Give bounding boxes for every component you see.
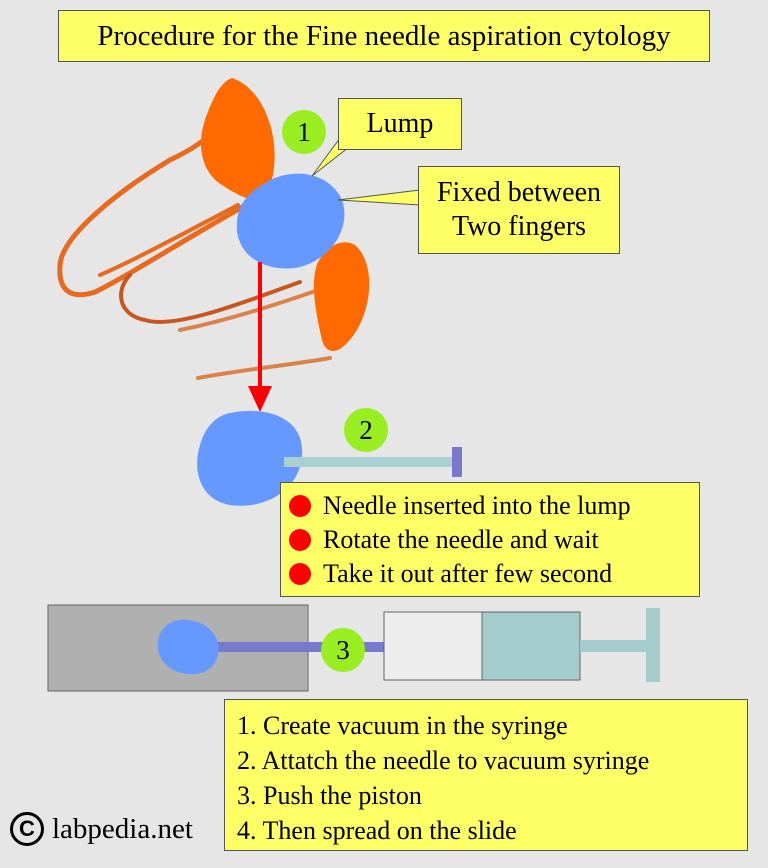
fixed-callout-line-2: Two fingers — [451, 211, 587, 242]
list-item: 2. Attatch the needle to vacuum syringe — [237, 745, 650, 775]
list-item: 4. Then spread on the slide — [237, 815, 517, 845]
lower-fingernail — [313, 242, 370, 352]
step-3-instructions: 1. Create vacuum in the syringe 2. Attat… — [224, 699, 748, 851]
list-item: 1. Create vacuum in the syringe — [237, 710, 568, 740]
red-bullet-icon — [289, 495, 311, 517]
red-bullet-icon — [289, 563, 311, 585]
aspirate-drop — [157, 619, 219, 675]
lump-shape-1 — [236, 173, 345, 269]
fixed-callout-line-1: Fixed between — [436, 177, 602, 209]
upper-finger — [57, 78, 275, 298]
red-bullet-icon — [289, 529, 311, 551]
needle-on-slide — [210, 642, 386, 652]
fixed-between-fingers-callout: Fixed between Two fingers — [418, 166, 620, 254]
diagram-title: Procedure for the Fine needle aspiration… — [58, 10, 710, 62]
needle-hub — [452, 447, 462, 477]
step-3-badge: 3 — [321, 628, 365, 672]
syringe-plunger-handle — [646, 608, 660, 682]
step-1-badge: 1 — [282, 110, 326, 154]
list-item: Rotate the needle and wait — [289, 523, 691, 557]
lower-finger — [119, 242, 370, 380]
list-item-text: Take it out after few second — [323, 559, 613, 588]
lump-callout: Lump — [338, 98, 462, 150]
site-name: labpedia.net — [52, 812, 193, 845]
step-2-instructions: Needle inserted into the lump Rotate the… — [280, 482, 700, 597]
list-item: 3. Push the piston — [237, 780, 422, 810]
syringe-plunger-rod — [580, 640, 652, 652]
copyright-footer: C labpedia.net — [10, 812, 193, 846]
lump-shape-2 — [197, 410, 303, 506]
copyright-icon: C — [10, 812, 44, 846]
step-2-badge: 2 — [344, 408, 388, 452]
list-item: Needle inserted into the lump — [289, 489, 691, 523]
list-item-text: Needle inserted into the lump — [323, 491, 631, 520]
list-item-text: Rotate the needle and wait — [323, 525, 599, 554]
syringe-vacuum — [481, 611, 581, 681]
fixed-callout-pointer — [337, 189, 421, 206]
needle-shaft — [284, 457, 456, 467]
upper-fingernail — [201, 78, 275, 200]
down-arrow — [248, 262, 272, 412]
list-item: Take it out after few second — [289, 557, 691, 591]
